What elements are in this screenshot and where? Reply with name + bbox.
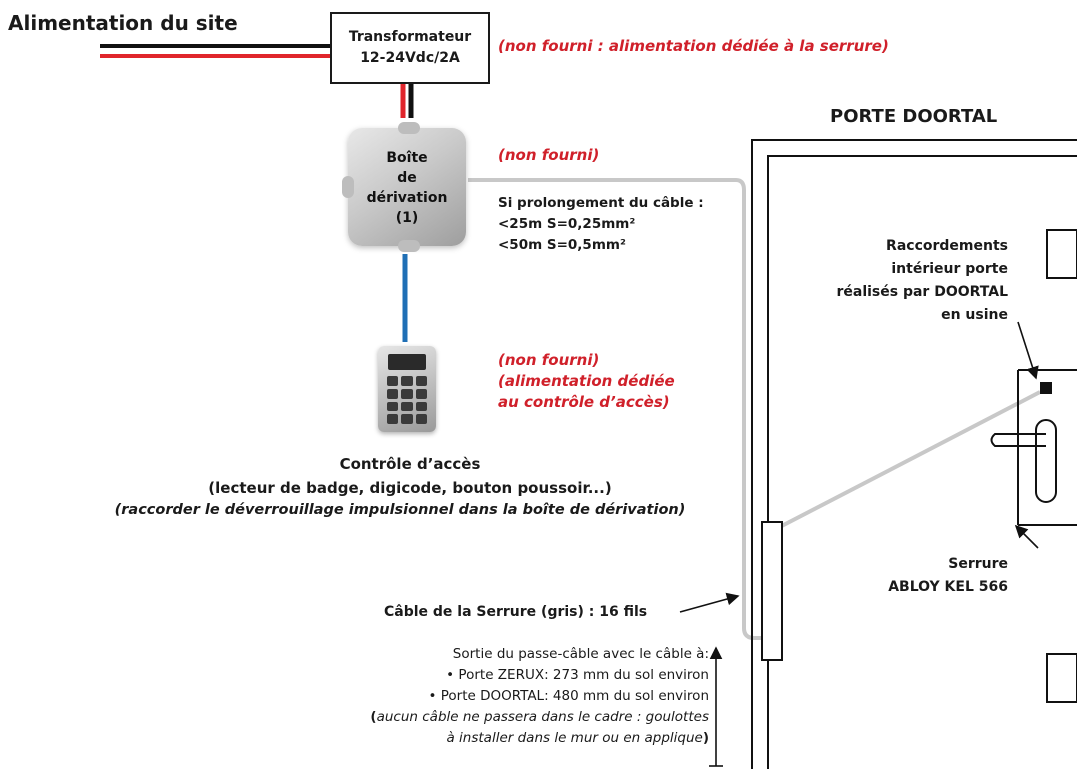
- lock-connector: [1040, 382, 1052, 394]
- access-control-title: Contrôle d’accès: [339, 455, 481, 473]
- door-connections-label: Raccordements intérieur porte réalisés p…: [820, 235, 1008, 327]
- extension-title: Si prolongement du câble :: [498, 195, 704, 211]
- exit-zerux: • Porte ZERUX: 273 mm du sol environ: [446, 667, 709, 683]
- exit-note-line1: (aucun câble ne passera dans le cadre : …: [300, 707, 709, 728]
- junction-box-image: [348, 128, 466, 246]
- transformer-box: Transformateur 12-24Vdc/2A: [330, 12, 490, 84]
- junction-box-note: (non fourni): [498, 146, 600, 164]
- access-control-subtitle: (lecteur de badge, digicode, bouton pous…: [208, 479, 612, 497]
- exit-note-text1: aucun câble ne passera dans le cadre : g…: [376, 709, 709, 725]
- exit-note-text2: à installer dans le mur ou en applique: [446, 730, 703, 746]
- extension-line: <50m S=0,5mm²: [498, 237, 626, 253]
- junction-box-line: Boîte: [386, 150, 428, 166]
- site-power-title: Alimentation du site: [8, 11, 238, 35]
- lock-label: Serrure ABLOY KEL 566: [820, 553, 1008, 599]
- keypad-screen: [388, 354, 426, 370]
- door-title: PORTE DOORTAL: [830, 106, 998, 127]
- access-control-note: (non fourni) (alimentation dédiée au con…: [498, 350, 675, 413]
- junction-box-line: de: [397, 170, 417, 186]
- keypad-keys: [387, 376, 427, 424]
- connections-arrow: [1017, 321, 1039, 380]
- cable-arrow: [679, 592, 740, 613]
- cable-pass-through: [761, 521, 783, 661]
- transformer-line2: 12-24Vdc/2A: [360, 50, 460, 66]
- junction-box-line: (1): [395, 210, 419, 226]
- exit-doortal: • Porte DOORTAL: 480 mm du sol environ: [428, 688, 709, 704]
- lock-line1: Serrure: [948, 556, 1008, 572]
- junction-box-knob-top: [398, 122, 420, 134]
- paren-open: (: [370, 709, 377, 725]
- keypad-image: [378, 346, 436, 432]
- cable-exit-info: Sortie du passe-câble avec le câble à: •…: [300, 644, 709, 749]
- junction-box-line: dérivation: [366, 190, 448, 206]
- access-note-line: (non fourni): [498, 351, 600, 369]
- junction-box-knob-bottom: [398, 240, 420, 252]
- transformer-line1: Transformateur: [348, 29, 472, 45]
- exit-note-line2: à installer dans le mur ou en applique): [300, 728, 709, 749]
- cable-extension-info: Si prolongement du câble : <25m S=0,25mm…: [498, 193, 704, 256]
- connections-line: intérieur porte: [891, 261, 1008, 277]
- access-control-instruction: (raccorder le déverrouillage impulsionne…: [114, 502, 686, 518]
- lock-arrow: [1014, 524, 1039, 549]
- cable-label: Câble de la Serrure (gris) : 16 fils: [384, 604, 648, 620]
- junction-box-label: Boîte de dérivation (1): [348, 148, 466, 228]
- connections-line: réalisés par DOORTAL: [836, 284, 1008, 300]
- exit-title: Sortie du passe-câble avec le câble à:: [452, 646, 709, 662]
- connections-line: Raccordements: [886, 238, 1008, 254]
- lock-line2: ABLOY KEL 566: [888, 579, 1008, 595]
- transformer-note: (non fourni : alimentation dédiée à la s…: [498, 37, 889, 55]
- junction-box-knob-left: [342, 176, 354, 198]
- extension-line: <25m S=0,25mm²: [498, 216, 636, 232]
- connections-line: en usine: [941, 307, 1008, 323]
- access-note-line: (alimentation dédiée: [498, 372, 675, 390]
- access-note-line: au contrôle d’accès): [498, 393, 670, 411]
- paren-close: ): [702, 730, 709, 746]
